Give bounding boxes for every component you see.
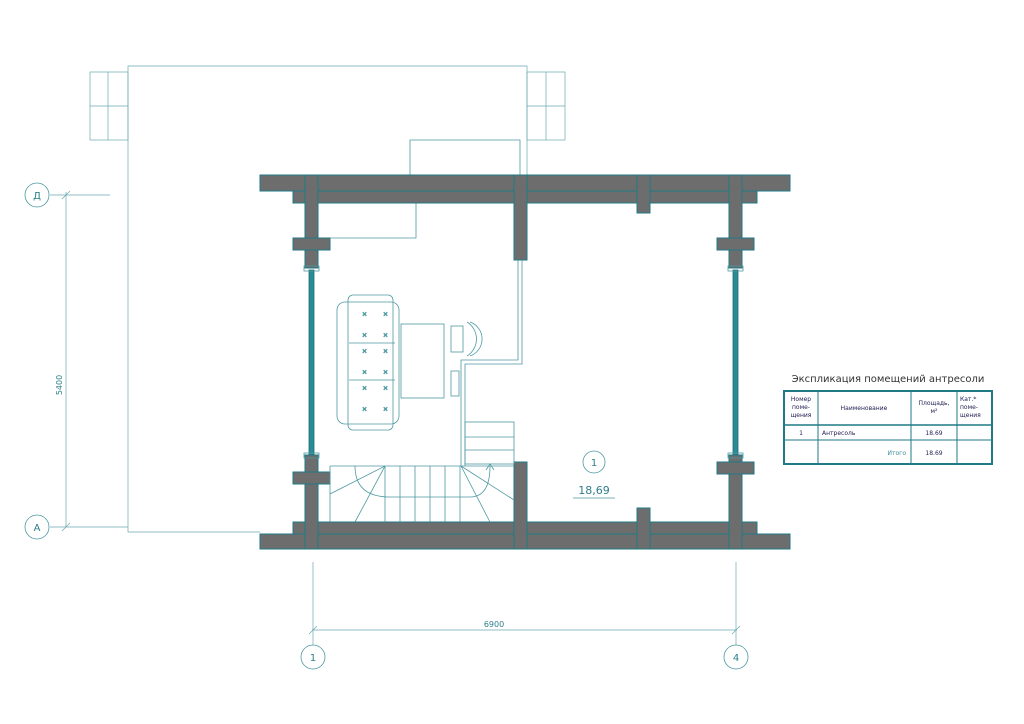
svg-text:×: × — [362, 406, 367, 413]
row-area: 18.69 — [925, 430, 942, 437]
svg-text:×: × — [362, 348, 367, 355]
svg-text:×: × — [362, 332, 367, 339]
svg-text:×: × — [383, 332, 388, 339]
row-number: 1 — [799, 430, 803, 437]
svg-text:×: × — [383, 369, 388, 376]
svg-text:×: × — [362, 369, 367, 376]
axis-label-1: 1 — [310, 653, 316, 664]
svg-text:×: × — [362, 311, 367, 318]
outer-outline — [89, 65, 566, 533]
room-area: 18,69 — [578, 484, 610, 497]
room-number: 1 — [591, 458, 597, 469]
svg-text:×: × — [383, 348, 388, 355]
svg-text:щения: щения — [791, 412, 812, 419]
axis-label-d: Д — [33, 191, 41, 202]
total-label: Итого — [888, 450, 907, 457]
svg-text:поме-: поме- — [960, 404, 978, 411]
svg-text:×: × — [383, 385, 388, 392]
sofa: × × × × × × × × × × × × — [336, 294, 400, 431]
svg-text:поме-: поме- — [792, 404, 810, 411]
dimension-5400: 5400 — [55, 375, 64, 395]
chairs — [450, 321, 483, 397]
svg-text:щения: щения — [960, 412, 981, 419]
svg-text:Номер: Номер — [791, 396, 811, 403]
svg-text:×: × — [362, 385, 367, 392]
axis-label-a: А — [34, 523, 41, 534]
staircase — [329, 421, 515, 523]
axis-markers: Д А 1 4 — [24, 182, 749, 670]
svg-text:Наименование: Наименование — [841, 405, 888, 412]
svg-text:м²: м² — [931, 408, 939, 415]
walls — [259, 174, 791, 550]
svg-text:×: × — [383, 406, 388, 413]
room-label: 1 18,69 — [573, 450, 615, 499]
railing — [460, 260, 523, 466]
table-furniture — [400, 323, 445, 399]
svg-text:Площадь,: Площадь, — [919, 400, 950, 407]
svg-text:Кат.*: Кат.* — [960, 396, 976, 403]
windows — [303, 265, 744, 459]
table-title: Экспликация помещений антресоли — [792, 374, 985, 385]
total-area: 18.69 — [925, 450, 942, 457]
explication-table: Экспликация помещений антресоли Номер по… — [783, 374, 993, 465]
svg-text:×: × — [383, 311, 388, 318]
dimension-6900: 6900 — [484, 620, 504, 629]
axis-label-4: 4 — [733, 653, 739, 664]
row-name: Антресоль — [822, 430, 856, 437]
horizontal-dimension: 6900 — [308, 562, 741, 645]
vertical-dimension: 5400 — [50, 190, 128, 532]
